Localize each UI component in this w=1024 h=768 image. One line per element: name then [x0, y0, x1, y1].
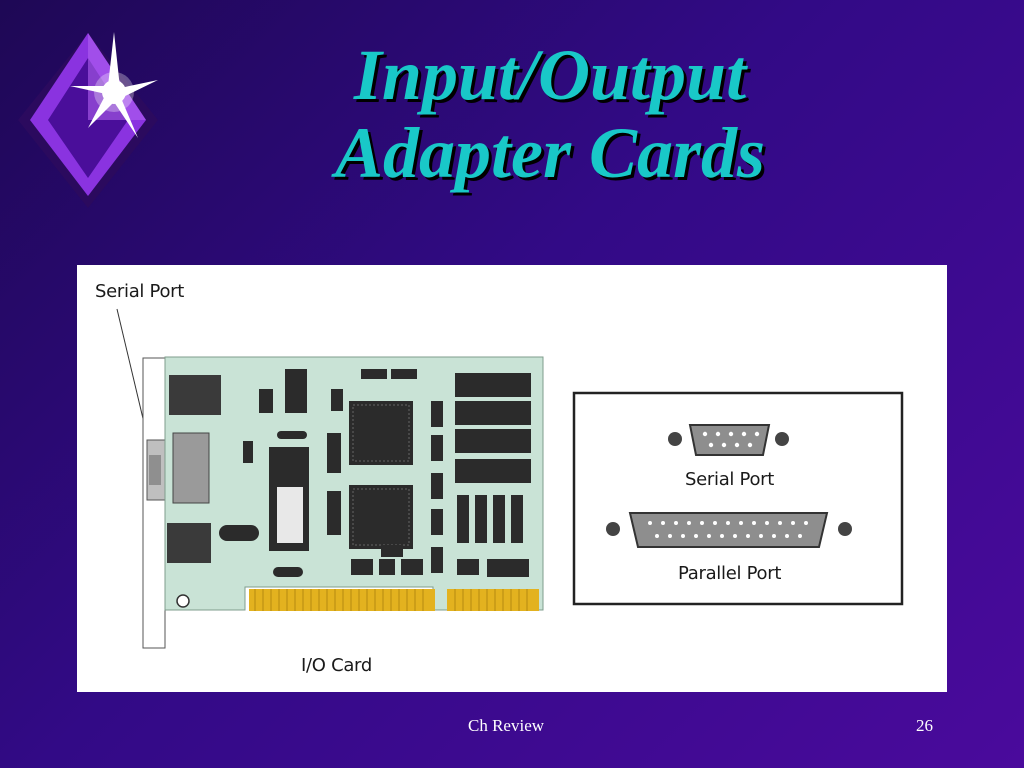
slide-page-number: 26: [916, 716, 933, 735]
diamond-star-logo-icon: [18, 32, 158, 208]
title-line-1: Input/Output: [353, 35, 747, 115]
serial-port-callout-label: Serial Port: [95, 281, 185, 302]
title-line-2: Adapter Cards: [334, 113, 766, 193]
io-card-figure: Serial Port I/O Card Serial Port Paralle…: [77, 265, 947, 692]
footer-chapter-label: Ch Review: [468, 716, 545, 735]
inset-parallel-port-label: Parallel Port: [678, 563, 782, 584]
io-card-illustration: [116, 308, 904, 649]
inset-serial-port-label: Serial Port: [685, 469, 775, 490]
slide-title: Input/Output Adapter Cards: [250, 36, 850, 192]
io-card-caption: I/O Card: [301, 655, 372, 676]
